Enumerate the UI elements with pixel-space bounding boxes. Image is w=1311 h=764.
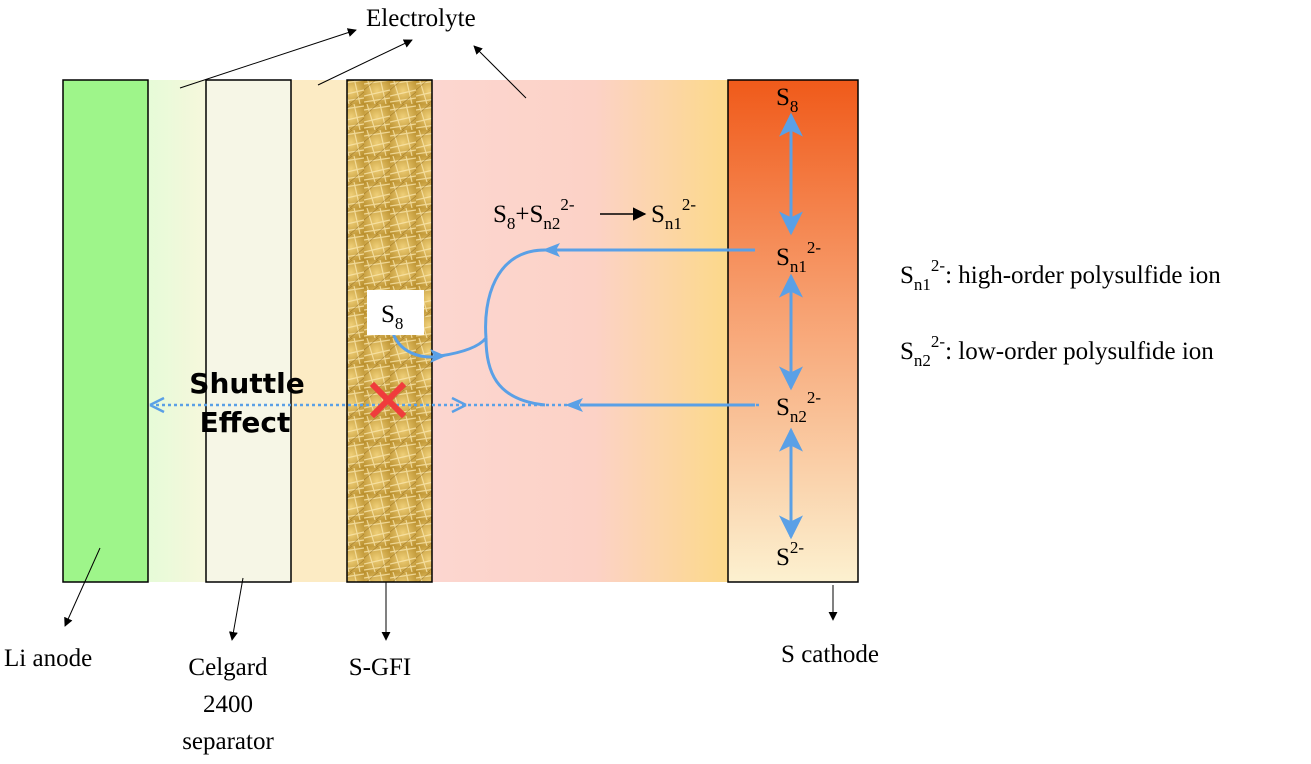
s-gfi-label: S-GFI xyxy=(349,654,412,681)
electrolyte-bulk xyxy=(432,80,728,582)
li-anode-layer xyxy=(62,79,149,583)
shuttle-label-line1: Shuttle xyxy=(189,367,304,400)
s8-box xyxy=(367,290,424,335)
celgard-label-line3: separator xyxy=(182,728,274,755)
shuttle-label-line2: Effect xyxy=(200,406,291,439)
electrolyte-gap-1 xyxy=(148,80,206,582)
electrolyte-pointers xyxy=(179,28,527,99)
celgard-label-line1: Celgard xyxy=(188,654,268,681)
cathode-sn2-species: Sn22- xyxy=(776,388,821,426)
reaction-arrowheads xyxy=(430,243,583,412)
reaction-equation-right: Sn12- xyxy=(651,195,696,233)
block-x-icon xyxy=(369,381,407,419)
cathode-s2-species: S2- xyxy=(776,538,804,571)
shuttle-arrowhead-right xyxy=(451,396,467,414)
celgard-separator-layer xyxy=(205,79,292,583)
electrolyte-label: Electrolyte xyxy=(366,5,476,32)
legend-high-order: Sn12-: high-order polysulfide ion xyxy=(900,256,1221,294)
shuttle-arrowhead-left xyxy=(149,396,165,414)
celgard-label-line2: 2400 xyxy=(203,691,253,718)
s-cathode-label: S cathode xyxy=(781,641,879,668)
s8-gfi-species: S8 xyxy=(381,301,403,333)
s-cathode-layer xyxy=(727,79,859,583)
reaction-equation-left: S8+Sn22- xyxy=(493,195,575,233)
cathode-s8-species: S8 xyxy=(776,84,798,116)
layer-pointers xyxy=(64,547,838,641)
cathode-sn1-species: Sn12- xyxy=(776,238,821,276)
li-anode-label: Li anode xyxy=(4,645,92,672)
legend-low-order: Sn22-: low-order polysulfide ion xyxy=(900,332,1214,370)
electrolyte-gap-2 xyxy=(291,80,347,582)
